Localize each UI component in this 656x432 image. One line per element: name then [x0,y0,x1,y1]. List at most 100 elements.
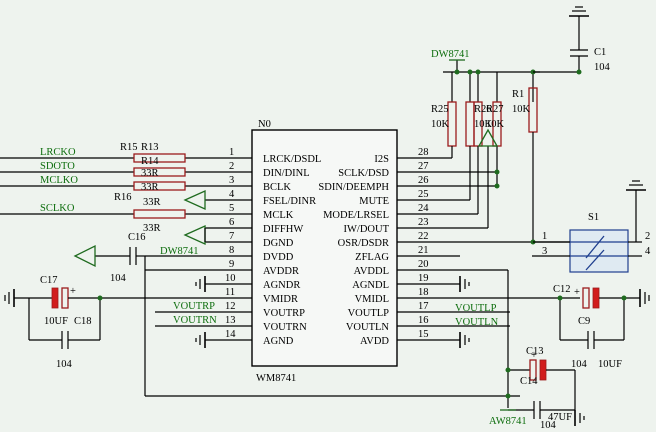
capacitor-c12-positive-plate [582,287,590,309]
svg-text:VMIDL: VMIDL [355,294,389,305]
ground-symbol-pin15 [459,332,470,348]
svg-text:1: 1 [229,147,234,158]
resistor-mclk [133,181,186,191]
svg-text:21: 21 [418,245,429,256]
r13-label: R13 [141,142,159,153]
chip-part: WM8741 [256,373,296,384]
svg-text:DIN/DINL: DIN/DINL [263,168,310,179]
capacitor-c13-positive-plate [529,359,537,381]
svg-text:AGNDR: AGNDR [263,280,300,291]
dw8741-left-flag-icon [73,244,96,268]
svg-text:6: 6 [229,217,234,228]
svg-text:15: 15 [418,329,429,340]
svg-text:BCLK: BCLK [263,182,291,193]
svg-text:5: 5 [229,203,234,214]
svg-text:LRCK/DSDL: LRCK/DSDL [263,154,321,165]
r25-label: R25 [431,104,449,115]
resistor-r15 [133,153,186,163]
svg-text:25: 25 [418,189,429,200]
svg-text:13: 13 [225,315,236,326]
net-sclko: SCLKO [40,203,75,214]
switch-pin1: 1 [542,231,547,242]
svg-text:3: 3 [229,175,234,186]
c17-plus-sign: + [70,286,76,297]
svg-text:FSEL/DINR: FSEL/DINR [263,196,316,207]
c17-label: C17 [40,275,58,286]
svg-text:DIFFHW: DIFFHW [263,224,303,235]
ground-symbol-pin10 [195,276,206,292]
svg-text:17: 17 [418,301,429,312]
svg-text:VOUTLP: VOUTLP [348,308,390,319]
svg-text:16: 16 [418,315,429,326]
svg-text:18: 18 [418,287,429,298]
switch-pin2: 2 [645,231,650,242]
svg-text:DGND: DGND [263,238,294,249]
capacitor-c17-positive-plate [61,287,69,309]
c1-label: C1 [594,47,606,58]
net-voutlp: VOUTLP [455,303,497,314]
svg-text:9: 9 [229,259,234,270]
svg-text:14: 14 [225,329,236,340]
svg-text:ZFLAG: ZFLAG [355,252,389,263]
svg-text:AGND: AGND [263,336,294,347]
ground-symbol-right [639,289,650,307]
r26-value: 10K [474,119,493,130]
svg-text:27: 27 [418,161,429,172]
chip-left-pin-names: LRCK/DSDL DIN/DINL BCLK FSEL/DINR MCLK D… [263,154,321,347]
ground-symbol-pin19 [459,276,470,292]
svg-text:VOUTRN: VOUTRN [263,322,307,333]
svg-text:VMIDR: VMIDR [263,294,298,305]
net-dw8741-top: DW8741 [431,49,470,60]
ground-triangle-pin6 [183,224,206,246]
svg-text:I2S: I2S [374,154,389,165]
svg-text:VOUTLN: VOUTLN [346,322,390,333]
r1-value: 10K [512,104,531,115]
ground-symbol-switch [626,180,646,191]
net-sdoto: SDOTO [40,161,75,172]
capacitor-c12-negative-plate [592,287,600,309]
ground-triangle-pin4 [183,189,206,211]
svg-text:23: 23 [418,217,429,228]
svg-text:MCLK: MCLK [263,210,294,221]
svg-text:10: 10 [225,273,236,284]
svg-text:11: 11 [225,287,235,298]
svg-text:28: 28 [418,147,429,158]
svg-text:4: 4 [229,189,235,200]
switch-pin3: 3 [542,246,547,257]
svg-text:22: 22 [418,231,429,242]
svg-text:19: 19 [418,273,429,284]
c13-label: C13 [526,346,544,357]
chip-left-pin-numbers: 1 2 3 4 5 6 7 8 9 10 11 12 13 14 [225,147,236,340]
r16-label: R16 [114,192,132,203]
r14-label: R14 [141,156,159,167]
capacitor-c13-negative-plate [539,359,547,381]
c17-value: 10UF [44,316,68,327]
svg-text:AGNDL: AGNDL [352,280,389,291]
c14-value: 47UF [548,412,572,423]
capacitor-c1 [533,6,589,75]
chip-right-pin-stubs [397,157,580,341]
svg-text:20: 20 [418,259,429,270]
svg-text:VOUTRP: VOUTRP [263,308,305,319]
c12-label: C12 [553,284,571,295]
c16-label: C16 [128,232,146,243]
svg-text:AVDDR: AVDDR [263,266,299,277]
svg-text:AVDD: AVDD [360,336,389,347]
c14-label: C14 [520,376,538,387]
net-voutln: VOUTLN [455,317,499,328]
c18-value: 104 [56,359,73,370]
switch-s1[interactable] [569,229,629,273]
chip-left-pin-stubs [100,157,252,341]
net-lrcko: LRCKO [40,147,76,158]
r-sclk-value: 33R [143,223,161,234]
r1-label: R1 [512,89,524,100]
svg-text:SDIN/DEEMPH: SDIN/DEEMPH [318,182,389,193]
ground-symbol-bottom [574,410,585,426]
svg-text:AVDDL: AVDDL [354,266,389,277]
svg-text:DVDD: DVDD [263,252,294,263]
net-dw8741-left: DW8741 [160,246,199,257]
r27-value: 10K [486,119,505,130]
resistor-r14 [133,167,186,177]
